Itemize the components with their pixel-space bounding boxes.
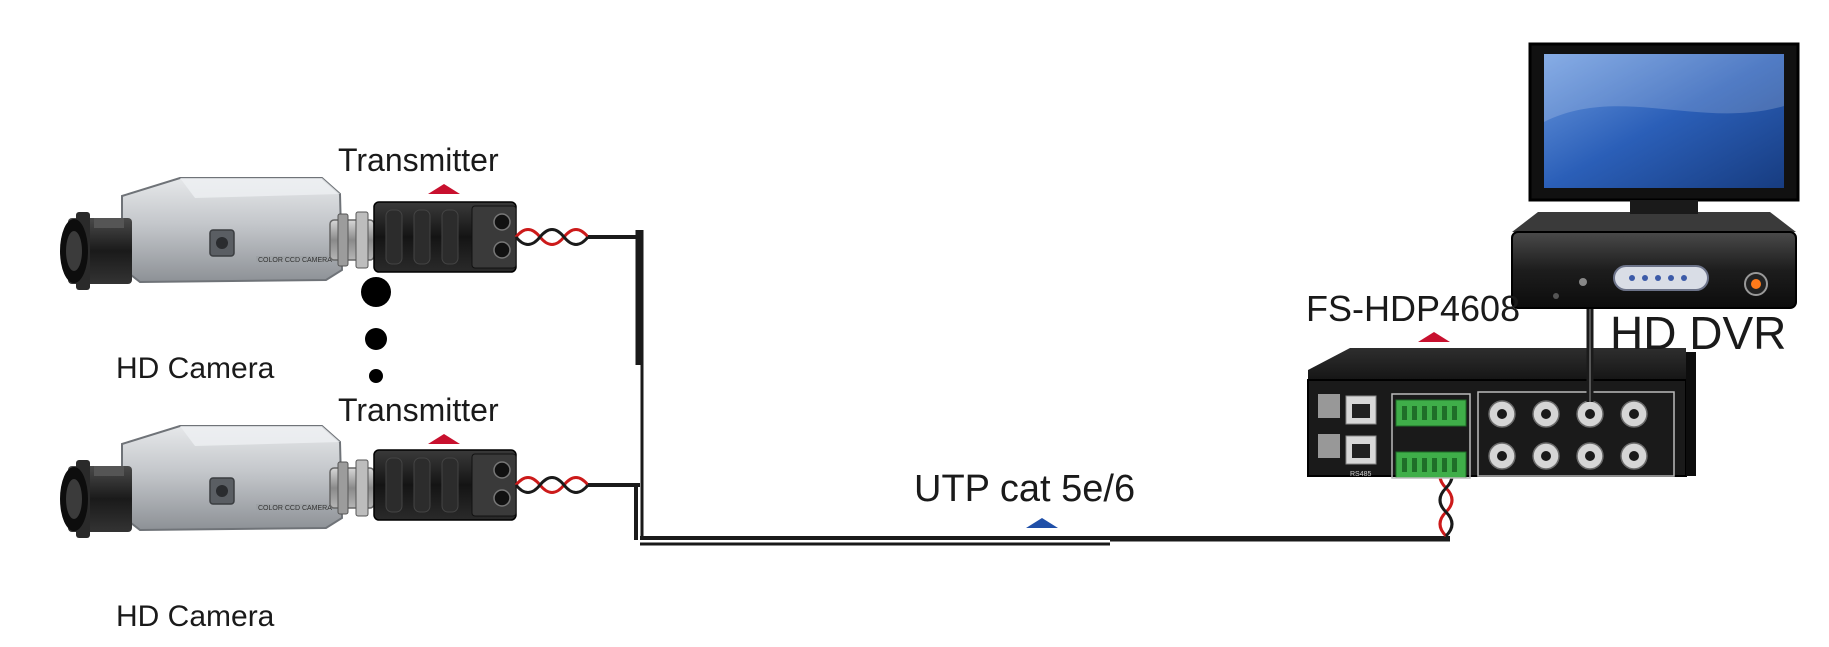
hd-dvr: [1511, 212, 1797, 309]
monitor: [1528, 42, 1800, 214]
camera-bottom-label: HD Camera: [116, 600, 275, 633]
triangle-marker-icon: [428, 434, 460, 444]
hd-camera-top: COLOR CCD CAMERA: [59, 177, 343, 291]
hd-camera-bottom: COLOR CCD CAMERA: [59, 425, 343, 539]
cable-label: UTP cat 5e/6: [914, 468, 1136, 510]
twisted-pair-top: [514, 228, 590, 246]
hub-port-caption: RS485: [1350, 471, 1372, 478]
camera-top-label: HD Camera: [116, 352, 275, 385]
camera-body-text: COLOR CCD CAMERA: [258, 257, 332, 264]
transmitter-top-label: Transmitter: [338, 142, 499, 178]
more-cameras-dots: [361, 277, 391, 383]
triangle-marker-icon: [1418, 332, 1450, 342]
camera-body-text: COLOR CCD CAMERA: [258, 505, 332, 512]
utp-cable: [588, 230, 1450, 546]
triangle-marker-icon: [428, 184, 460, 194]
twisted-pair-bottom: [514, 476, 590, 494]
triangle-marker-icon: [1026, 518, 1058, 528]
model-label: FS-HDP4608: [1306, 288, 1521, 329]
dvr-label: HD DVR: [1610, 307, 1787, 359]
transmitter-bottom-label: Transmitter: [338, 392, 499, 428]
transmitter-bottom: [329, 449, 517, 521]
fs-hdp4608-hub: RS485: [1307, 348, 1696, 479]
transmitter-top: [329, 201, 517, 273]
